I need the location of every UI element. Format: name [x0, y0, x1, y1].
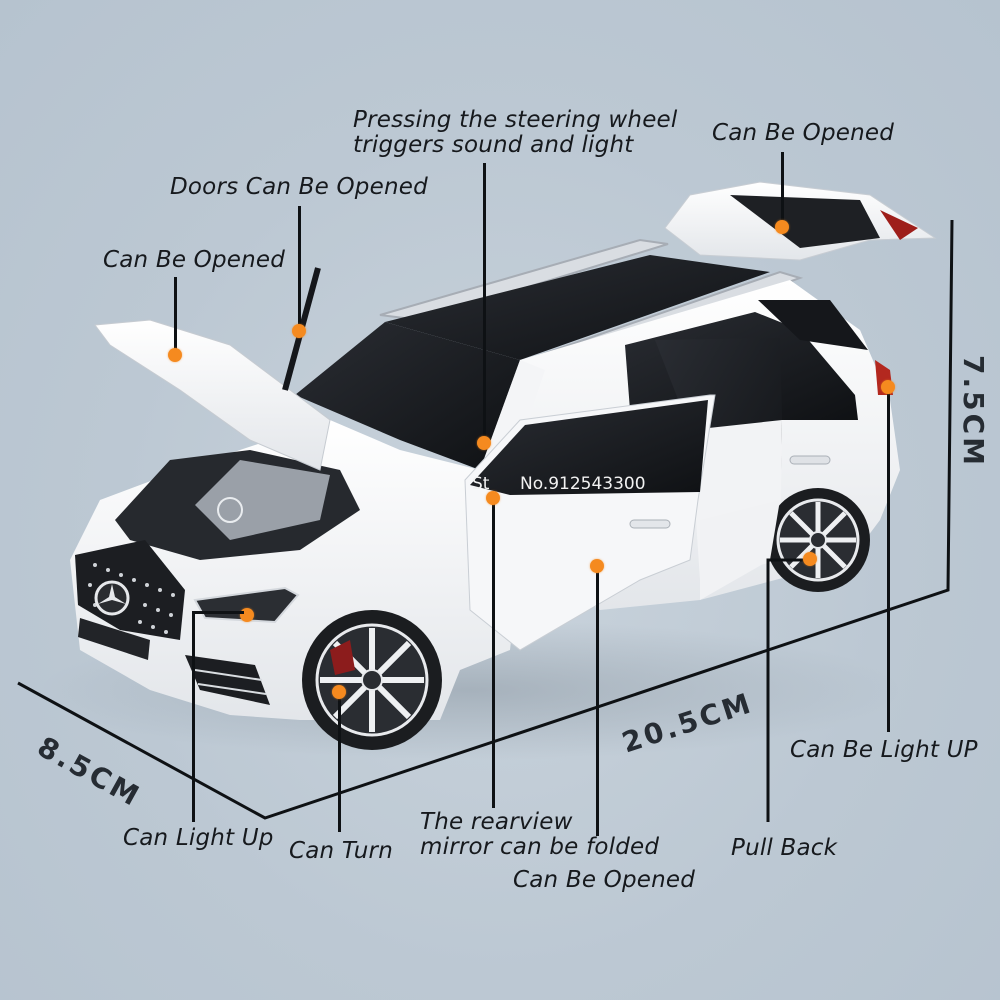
label-front-wheel: Can Turn — [289, 838, 393, 864]
label-headlight: Can Light Up — [123, 825, 274, 851]
label-mirror: The rearview mirror can be folded — [420, 809, 660, 860]
label-doors: Doors Can Be Opened — [170, 174, 428, 200]
leader-line-headlight — [192, 612, 195, 822]
marker-taillight[interactable] — [881, 380, 895, 394]
leader-line-steering — [483, 163, 486, 443]
leader-line-trunk — [781, 152, 784, 227]
leader-line-doors — [298, 206, 301, 331]
leader-line-headlight-horizontal — [192, 611, 244, 614]
leader-line-mirror — [492, 498, 495, 808]
marker-mirror[interactable] — [486, 491, 500, 505]
watermark-prefix: St — [472, 474, 490, 494]
marker-hood[interactable] — [168, 348, 182, 362]
front-wheel-graphic — [302, 610, 442, 750]
leader-line-hood — [174, 277, 177, 355]
dimension-height: 7.5CM — [957, 355, 990, 469]
mercedes-star-icon — [94, 580, 130, 616]
watermark-serial: No.912543300 — [520, 474, 646, 494]
marker-doors[interactable] — [292, 324, 306, 338]
leader-line-taillight — [887, 387, 890, 732]
leader-line-front-door — [596, 566, 599, 836]
rear-wheel-graphic — [766, 488, 870, 592]
marker-trunk[interactable] — [775, 220, 789, 234]
leader-line-front-wheel — [338, 692, 341, 832]
label-steering: Pressing the steering wheel triggers sou… — [353, 107, 678, 158]
label-taillight: Can Be Light UP — [790, 737, 978, 763]
marker-front-wheel[interactable] — [332, 685, 346, 699]
dimension-lines — [17, 219, 954, 820]
label-front-door: Can Be Opened — [513, 867, 696, 893]
label-hood: Can Be Opened — [103, 247, 286, 273]
marker-front-door[interactable] — [590, 559, 604, 573]
label-rear-wheel: Pull Back — [731, 835, 838, 861]
label-trunk: Can Be Opened — [712, 120, 895, 146]
marker-rear-wheel[interactable] — [803, 552, 817, 566]
marker-steering[interactable] — [477, 436, 491, 450]
